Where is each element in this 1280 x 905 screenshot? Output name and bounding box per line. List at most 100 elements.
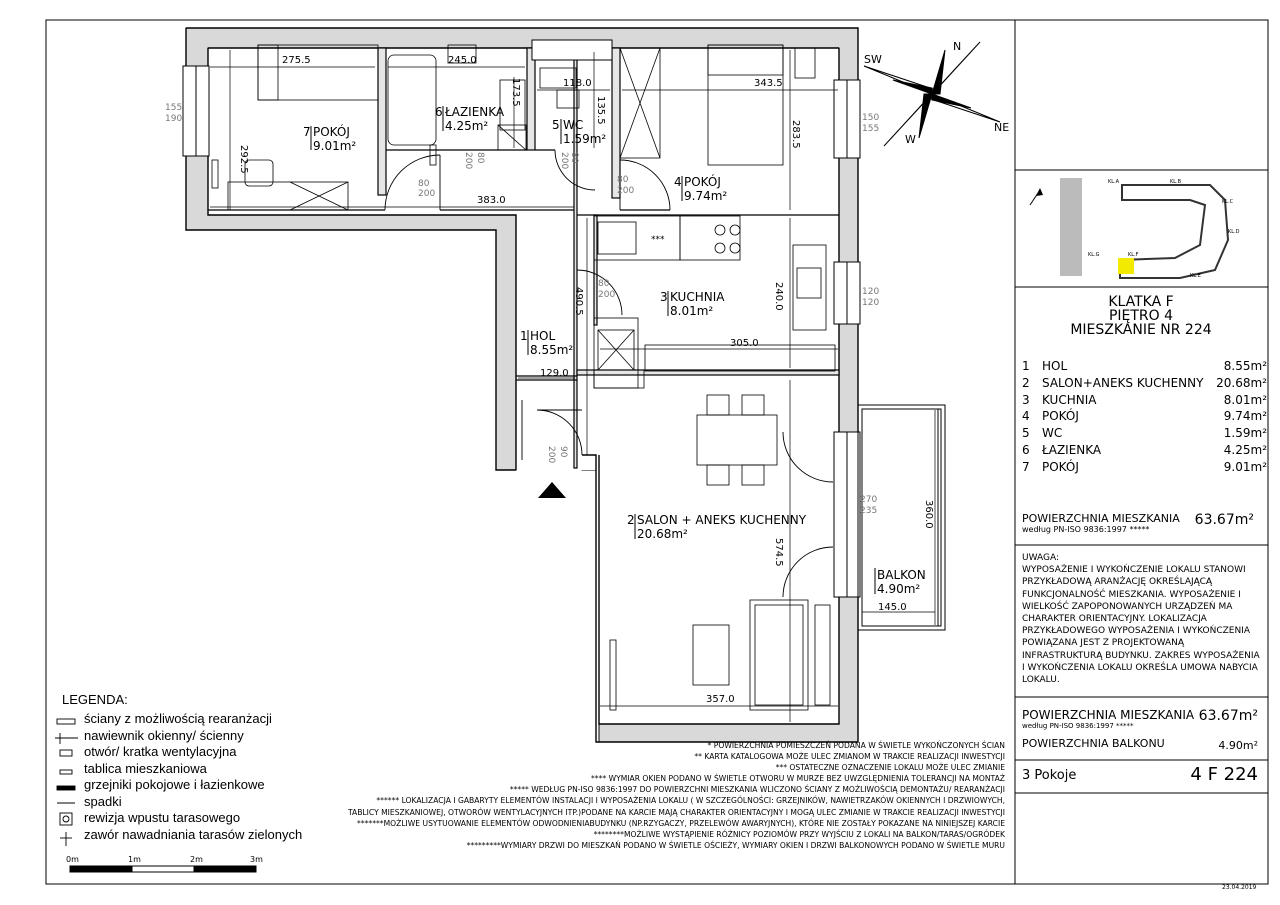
door-size-3b: 200 [559, 152, 569, 169]
room-area-pokoj4: 9.74m² [684, 189, 727, 203]
title-klatka: KLATKA F [1108, 294, 1174, 310]
window-size-2b: 235 [860, 506, 877, 516]
notes-line: WIELKOŚĆ ZAPOPONOWANYCH URZĄDZEŃ MA [1022, 601, 1233, 612]
dim-2450: 245.0 [448, 55, 477, 66]
summary-area-label: POWIERZCHNIA MIESZKANIA [1022, 708, 1195, 722]
summary-balcony-value: 4.90m² [1218, 739, 1258, 752]
room-area-pokoj7: 9.01m² [313, 139, 356, 153]
summary-area-value: 63.67m² [1198, 708, 1258, 724]
legend-symbols [55, 718, 78, 846]
dim-5745: 574.5 [773, 538, 784, 567]
legend-item: grzejniki pokojowe i łazienkowe [84, 777, 265, 792]
dim-3570: 357.0 [706, 694, 735, 705]
loc-kl-g: KL.G [1088, 252, 1100, 258]
scale-3m: 3m [250, 855, 263, 864]
door-size-2: 80 [475, 152, 485, 164]
svg-text:7: 7 [303, 125, 311, 139]
loc-kl-a: KL.A [1108, 179, 1120, 185]
door-size-3: 80 [569, 152, 579, 164]
window-size-7a: 155 [165, 103, 182, 113]
compass-ne: NE [994, 121, 1009, 134]
room-list-area: 8.55m² [1223, 359, 1267, 373]
summary-area: POWIERZCHNIA MIESZKANIA według PN-ISO 98… [1022, 708, 1262, 752]
room-no-kuchnia3: 3 [660, 290, 668, 304]
stove-mark: *** [651, 235, 665, 245]
footnotes: * POWIERZCHNIA POMIESZCZEŃ PODANA W ŚWIE… [300, 740, 1005, 851]
dim-4905: 490.5 [573, 287, 584, 316]
room-area-lazienka6: 4.25m² [445, 119, 488, 133]
door-size-6: 90 [558, 446, 568, 458]
dim-3050: 305.0 [730, 338, 759, 349]
room-list-name: HOL [1042, 359, 1068, 373]
room-list-no: 5 [1022, 426, 1030, 441]
legend: LEGENDA: ściany z możliwością rearanżacj… [62, 692, 302, 843]
dim-2755: 275.5 [282, 55, 311, 66]
room-list-area: 9.01m² [1223, 459, 1267, 474]
loc-kl-b: KL.B [1170, 179, 1182, 185]
room-label-pokoj7: POKÓJ [313, 124, 350, 139]
room-no-lazienka6: 6 [435, 105, 443, 119]
legend-item: ściany z możliwością rearanżacji [84, 711, 272, 726]
footnote-line: **** WYMIAR OKIEN PODANO W ŚWIETLE OTWOR… [590, 774, 1005, 784]
loc-kl-e: KL.E [1190, 273, 1201, 279]
room-no-pokoj4: 4 [674, 175, 682, 189]
rooms-count: 3 Pokoje [1022, 768, 1077, 783]
scale-1m: 1m [128, 855, 141, 864]
room-label-salon2: SALON + ANEKS KUCHENNY [637, 513, 807, 527]
notes-line: PRZYKŁADOWĄ ARANŻACJĘ OKREŚLAJĄCĄ [1022, 577, 1213, 588]
room-list-name: SALON+ANEKS KUCHENNY [1042, 375, 1204, 390]
dim-2835: 283.5 [790, 120, 801, 149]
legend-item: zawór nawadniania tarasów zielonych [84, 826, 303, 842]
summary-area-sub: według PN-ISO 9836:1997 ***** [1022, 722, 1134, 730]
room-list-name: KUCHNIA [1042, 392, 1097, 407]
summary-balcony-label: POWIERZCHNIA BALKONU [1022, 737, 1165, 750]
total-area-label: POWIERZCHNIA MIESZKANIA [1022, 512, 1180, 525]
room-label-wc5: WC [563, 118, 583, 132]
apartment-code: 4 F 224 [1190, 764, 1258, 785]
door-size-5b: 200 [598, 290, 615, 300]
room-label-hol1: HOL [530, 329, 555, 343]
notes-line: FUNKCJONALNOŚĆ MIESZKANIA. WYPOSAŻENIE I [1022, 589, 1241, 600]
total-area-block: POWIERZCHNIA MIESZKANIA według PN-ISO 98… [1022, 512, 1262, 534]
footnote-line: *********WYMIARY DRZWI DO MIESZKAŃ PODAN… [466, 840, 1005, 850]
entrance-marker [538, 482, 566, 498]
date: 23.04.2019 [1222, 884, 1257, 891]
footnote-line: * POWIERZCHNIA POMIESZCZEŃ PODANA W ŚWIE… [707, 741, 1005, 750]
door-size-4b: 200 [617, 186, 634, 196]
room-area-kuchnia3: 8.01m² [670, 304, 713, 318]
dim-2925: 292.5 [238, 145, 249, 174]
room-label-lazienka6: ŁAZIENKA [444, 105, 505, 119]
legend-heading: LEGENDA: [62, 692, 128, 707]
notes-heading: UWAGA: [1022, 553, 1059, 563]
room-no-hol1: 1 [520, 329, 528, 343]
loc-kl-f: KL.F [1128, 252, 1139, 258]
door-size-5: 80 [598, 279, 610, 289]
dim-1355: 135.5 [595, 96, 606, 125]
notes-block: UWAGA: WYPOSAŻENIE I WYKOŃCZENIE LOKALU … [1022, 552, 1262, 686]
room-list-no: 1 [1022, 359, 1030, 373]
room-label-balkon: BALKON [877, 568, 926, 582]
door-size-1b: 200 [418, 189, 435, 199]
room-area-wc5: 1.59m² [563, 132, 606, 146]
room-label-pokoj4: POKÓJ [684, 174, 721, 189]
dim-1450: 145.0 [878, 602, 907, 613]
footnote-line: ****** LOKALIZACJA I GABARYTY ELEMENTÓW … [376, 796, 1005, 806]
total-area-sub: według PN-ISO 9836:1997 ***** [1022, 525, 1150, 534]
door-size-6b: 200 [546, 446, 556, 463]
room-no-wc5: 5 [552, 118, 560, 132]
title-pietro: PIĘTRO 4 [1108, 308, 1174, 324]
footnote-line: ********MOŻLIWE WYSTĄPIENIE RÓŻNICY POZI… [593, 829, 1005, 839]
notes-line: LOKALU. [1022, 675, 1060, 686]
notes-line: INFRASTRUKTURĄ BUDYNKU. ZAKRES WYPOSAŻEN… [1022, 650, 1260, 661]
room-list-no: 2 [1022, 375, 1030, 390]
room-list-no: 3 [1022, 392, 1030, 407]
compass-sw: SW [864, 53, 882, 66]
dim-1290: 129.0 [540, 368, 569, 379]
room-area-hol1: 8.55m² [530, 343, 573, 357]
dim-1735: 173.5 [510, 78, 521, 107]
window-size-4b: 155 [862, 124, 879, 134]
